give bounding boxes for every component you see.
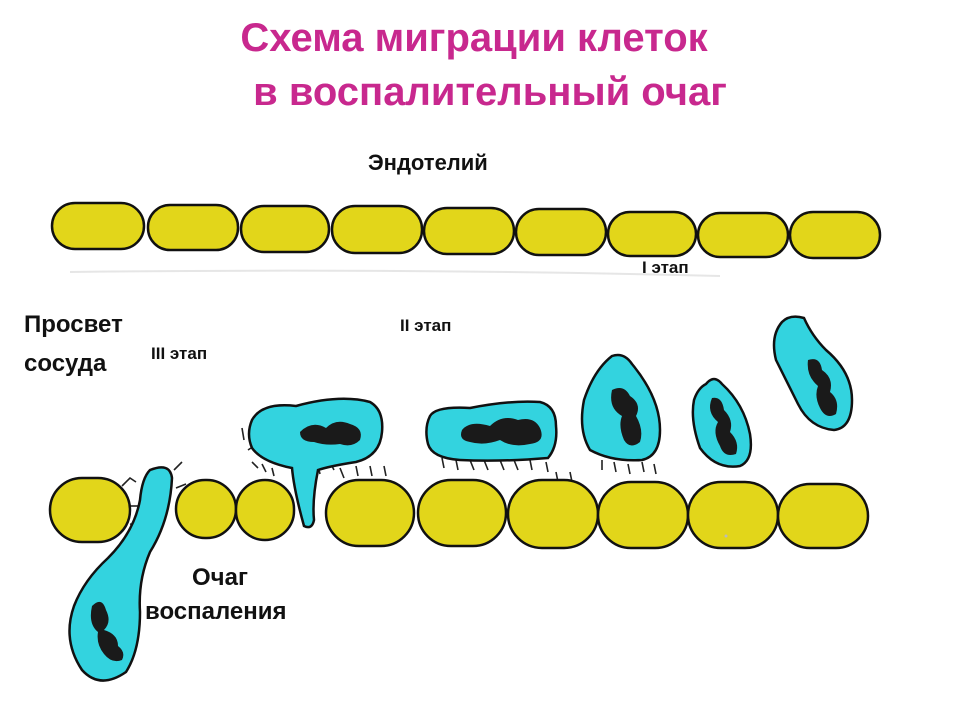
endothelial-cell bbox=[596, 480, 690, 550]
endothelial-cell bbox=[48, 476, 132, 544]
endothelium-label: Эндотелий bbox=[368, 150, 488, 175]
vessel-lumen-label-line-2: сосуда bbox=[24, 350, 107, 377]
endothelial-cell bbox=[506, 478, 600, 550]
leukocyte-rolling bbox=[580, 353, 662, 462]
leukocyte-nucleus bbox=[710, 397, 738, 455]
stage-1-label: I этап bbox=[642, 258, 689, 277]
diagram-title-line-2: в воспалительный очаг bbox=[253, 70, 727, 114]
leukocyte-nucleus bbox=[300, 421, 361, 446]
endothelial-cell bbox=[50, 201, 146, 251]
leukocyte-diapedesis bbox=[247, 397, 384, 529]
endothelial-cell bbox=[239, 204, 331, 254]
top-wall-shadow-line bbox=[69, 269, 721, 277]
endothelial-cell bbox=[696, 211, 790, 259]
inflammation-focus-label-line-1: Очаг bbox=[192, 564, 248, 591]
endothelial-cell bbox=[514, 207, 608, 257]
stage-2-label: II этап bbox=[400, 316, 452, 335]
stage-3-label: III этап bbox=[151, 344, 208, 363]
speck bbox=[724, 534, 728, 538]
endothelial-cell bbox=[330, 204, 424, 255]
leukocyte-nucleus bbox=[611, 388, 642, 446]
leukocyte-migrated bbox=[68, 466, 174, 682]
endothelial-cell bbox=[776, 482, 870, 550]
leukocyte-free-2 bbox=[772, 315, 854, 432]
leukocyte-nucleus bbox=[90, 601, 124, 662]
endothelial-cell bbox=[422, 206, 516, 256]
leukocyte-nucleus bbox=[461, 418, 542, 446]
endothelial-cell bbox=[174, 478, 238, 540]
leukocyte-adhered bbox=[425, 400, 558, 462]
endothelial-cell bbox=[324, 478, 416, 548]
endothelium-top-row bbox=[50, 201, 882, 260]
leukocyte-free-1 bbox=[691, 377, 753, 468]
endothelial-cell bbox=[234, 478, 296, 542]
endothelial-cell bbox=[686, 480, 780, 550]
diagram-title-line-1: Схема миграции клеток bbox=[240, 16, 708, 60]
leukocyte-nucleus bbox=[807, 359, 838, 416]
endothelium-bottom-row bbox=[48, 476, 870, 550]
endothelial-cell bbox=[606, 210, 698, 258]
endothelial-cell bbox=[788, 210, 882, 260]
vessel-lumen-label-line-1: Просвет bbox=[24, 311, 123, 338]
endothelial-cell bbox=[416, 478, 508, 548]
inflammation-focus-label-line-2: воспаления bbox=[145, 598, 287, 625]
endothelial-cell bbox=[146, 203, 240, 252]
